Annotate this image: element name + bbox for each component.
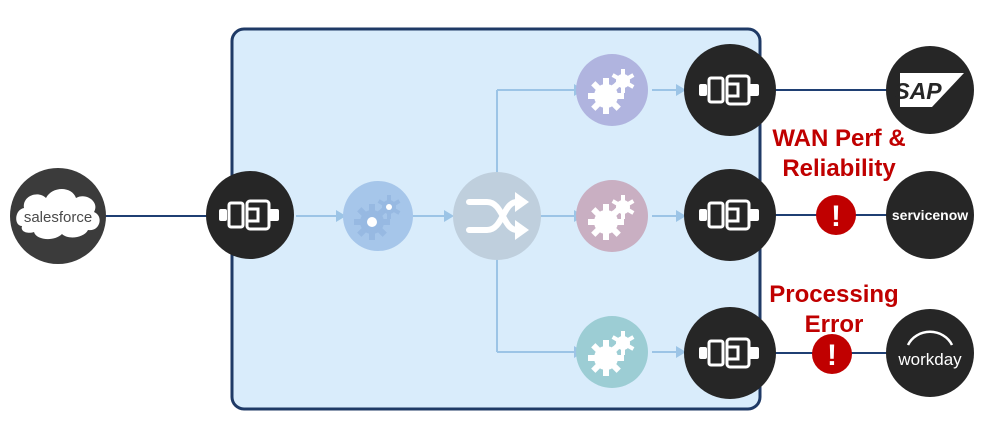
wan-issue-label-line2: Reliability [782,155,896,182]
processing-issue-label-line1: Processing [769,281,898,308]
salesforce-node[interactable]: salesforce [10,168,106,264]
workday-node[interactable]: workday [886,309,974,397]
sap-logo-icon [900,73,964,107]
exclamation-alert-icon: ! [831,200,841,233]
shuffle-icon [466,192,529,240]
inbound-connector[interactable] [206,171,294,259]
outbound-connector-servicenow[interactable] [684,169,776,261]
wan-alert[interactable]: ! [816,195,856,235]
branch-process-workday[interactable] [576,316,648,388]
workday-arc-icon [906,330,954,346]
router-step[interactable] [453,172,541,260]
processing-alert[interactable]: ! [812,334,852,374]
outbound-connector-workday[interactable] [684,307,776,399]
branch-process-sap[interactable] [576,54,648,126]
sap-label: SAP [894,78,942,104]
wan-issue-label-line1: WAN Perf & [772,125,905,152]
salesforce-cloud-icon [16,189,100,240]
servicenow-node[interactable]: servicenow [886,171,974,259]
salesforce-label: salesforce [24,209,92,226]
workday-label: workday [897,350,962,369]
outbound-connector-sap[interactable] [684,44,776,136]
sap-node[interactable]: SAP [886,46,974,134]
processing-issue-label-line2: Error [805,311,864,338]
exclamation-alert-icon: ! [827,339,837,372]
process-step[interactable] [343,181,413,251]
branch-process-servicenow[interactable] [576,180,648,252]
servicenow-label: servicenow [892,207,968,223]
